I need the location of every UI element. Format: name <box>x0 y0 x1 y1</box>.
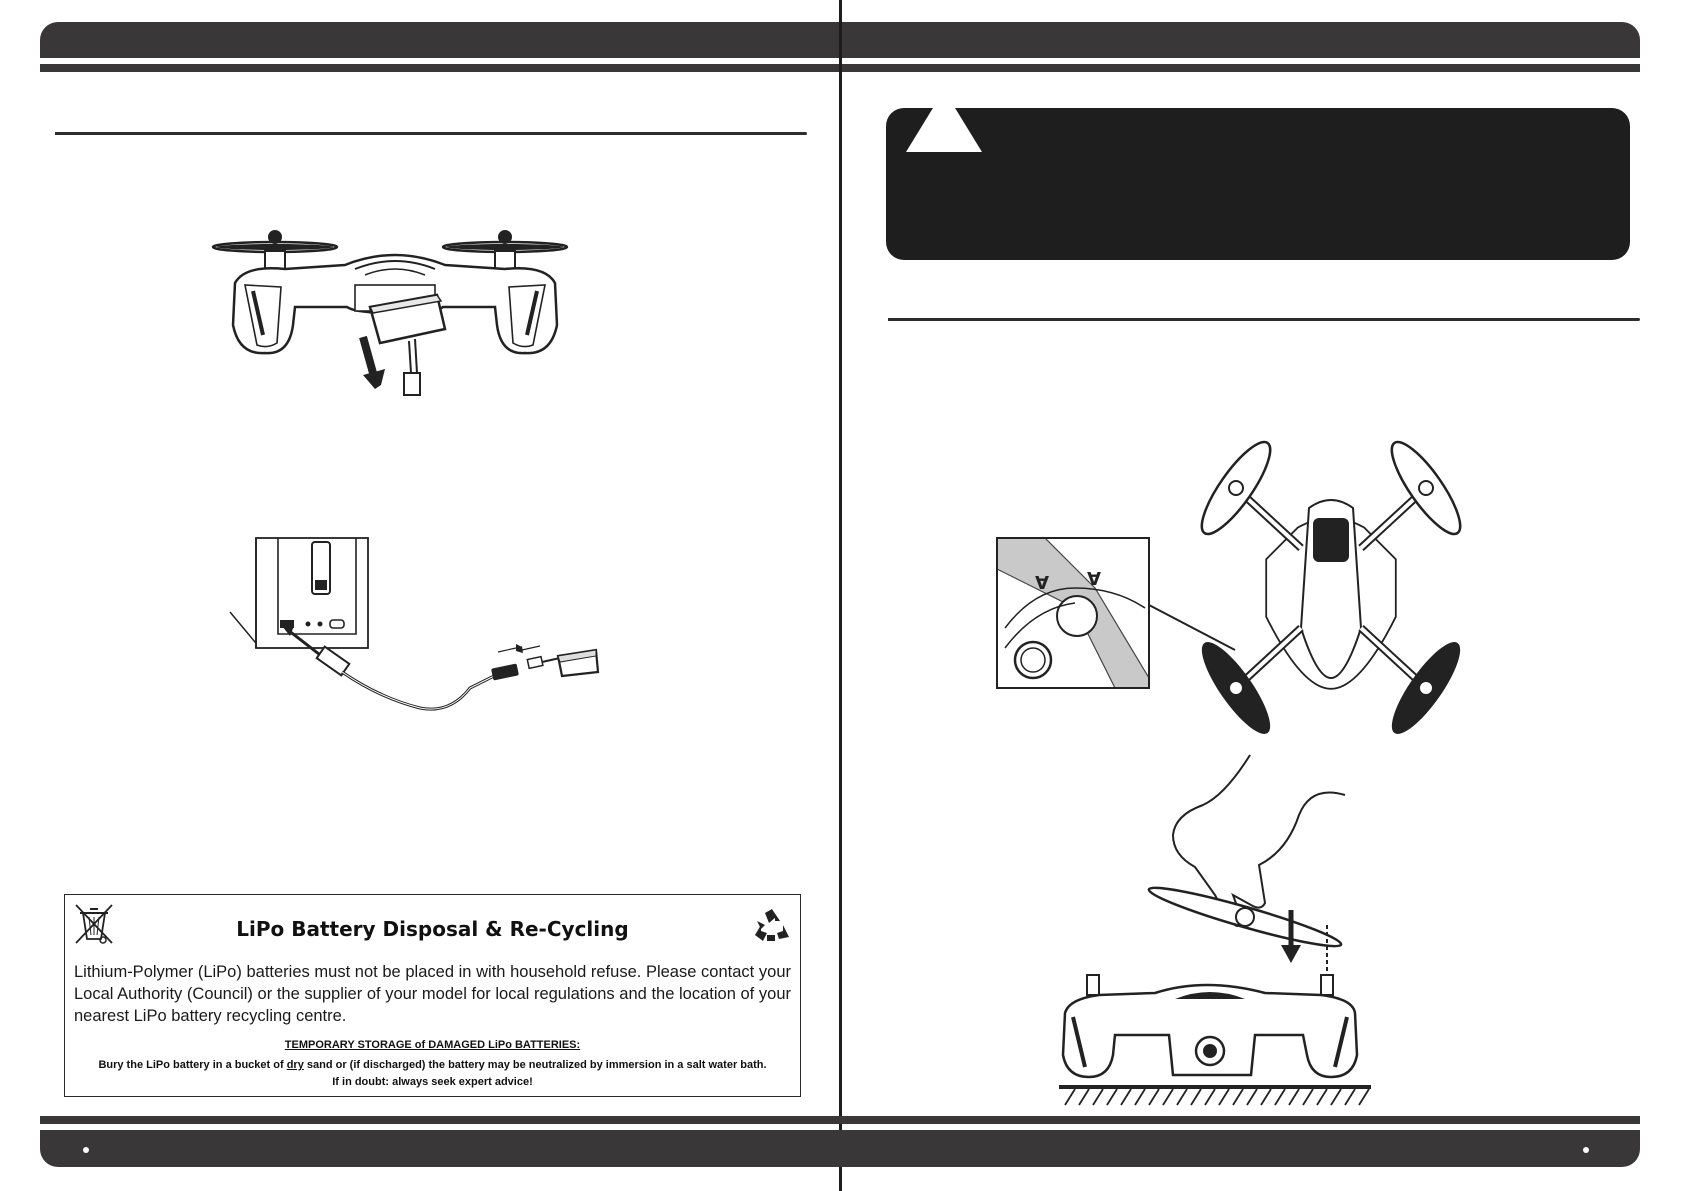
warning-triangle-icon <box>906 90 982 152</box>
inset-propeller-label-2: A <box>1087 567 1101 588</box>
storage-instruction-line: Bury the LiPo battery in a bucket of dry… <box>65 1057 800 1074</box>
crossed-out-wheelie-bin-icon <box>75 904 113 944</box>
storage-line-after: sand or (if discharged) the battery may … <box>303 1059 767 1071</box>
lipo-disposal-notice: LiPo Battery Disposal & Re-Cycling Lithi… <box>64 894 801 1097</box>
page-spine <box>839 0 842 1191</box>
lipo-storage-instructions: Bury the LiPo battery in a bucket of dry… <box>65 1057 800 1091</box>
page-marker-right <box>1583 1147 1589 1153</box>
storage-heading-text: TEMPORARY STORAGE of DAMAGED LiPo BATTER… <box>284 1039 577 1051</box>
section-rule-left <box>55 132 807 135</box>
warning-box <box>886 108 1630 260</box>
lipo-body-text: Lithium-Polymer (LiPo) batteries must no… <box>74 963 791 1025</box>
expert-advice-line: If in doubt: always seek expert advice! <box>332 1076 533 1088</box>
recycle-icon <box>755 909 789 941</box>
battery-removal-illustration <box>211 230 569 396</box>
storage-line-emphasis: dry <box>286 1059 304 1071</box>
storage-heading-colon: : <box>576 1039 581 1051</box>
page-marker-left <box>83 1147 89 1153</box>
footer-band <box>40 1130 1640 1167</box>
storage-line-before: Bury the LiPo battery in a bucket of <box>98 1059 287 1071</box>
propeller-fitting-illustration <box>1059 754 1371 1106</box>
footer-rule <box>40 1116 1640 1124</box>
lipo-storage-heading: TEMPORARY STORAGE of DAMAGED LiPo BATTER… <box>65 1039 800 1051</box>
propeller-orientation-illustration: A A <box>996 440 1462 734</box>
section-rule-right <box>888 318 1640 321</box>
charging-illustration <box>229 537 600 711</box>
inset-propeller-label-1: A <box>1035 571 1049 592</box>
lipo-title: LiPo Battery Disposal & Re-Cycling <box>236 917 629 941</box>
